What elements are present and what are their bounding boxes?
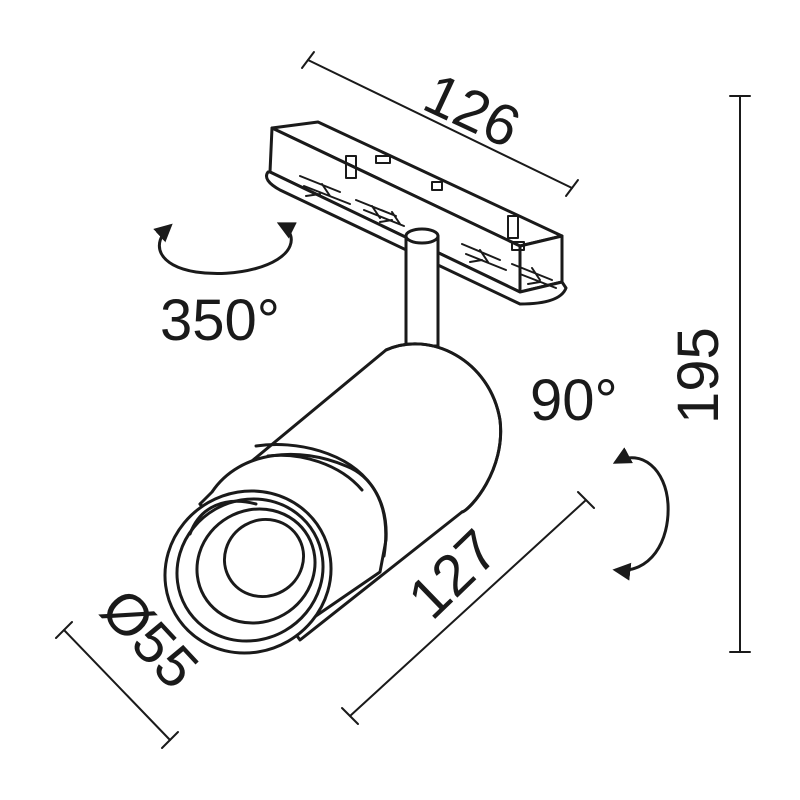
- dimension-total-height: 195: [666, 95, 751, 653]
- rotation-vertical-label: 90°: [530, 368, 618, 433]
- rotation-arrow-icon: [153, 222, 297, 276]
- track-adapter: [265, 120, 568, 306]
- stem: [404, 227, 440, 348]
- total-height-label: 195: [666, 327, 731, 424]
- track-length-label: 126: [415, 61, 530, 161]
- lens-front: [163, 489, 333, 655]
- tilt-arrow-icon: [612, 447, 670, 581]
- rotation-vertical: 90°: [530, 368, 670, 581]
- rotation-horizontal: 350°: [153, 222, 297, 353]
- rotation-horizontal-label: 350°: [160, 288, 280, 353]
